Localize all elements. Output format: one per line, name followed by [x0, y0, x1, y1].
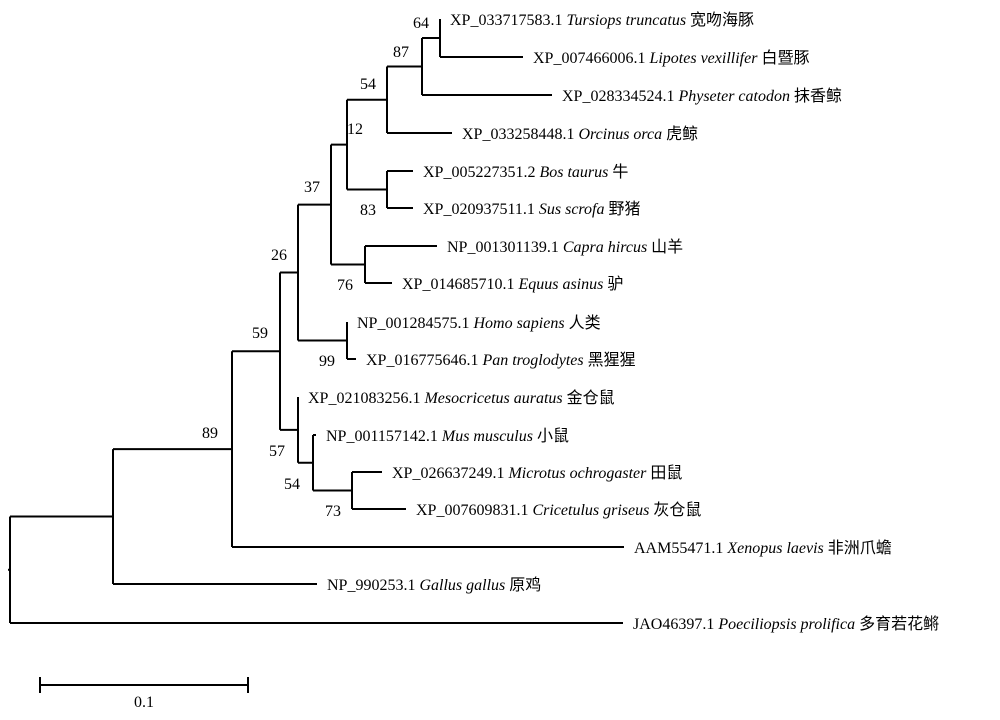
species-name: Bos taurus — [539, 164, 608, 181]
common-name: 山羊 — [651, 238, 683, 256]
accession-number: XP_016775646.1 — [366, 352, 478, 369]
common-name: 野猪 — [609, 200, 641, 218]
species-name: Gallus gallus — [419, 577, 505, 594]
accession-number: XP_026637249.1 — [392, 465, 504, 482]
common-name: 牛 — [612, 163, 628, 181]
accession-number: NP_001157142.1 — [326, 428, 438, 445]
bootstrap-value-n83: 83 — [360, 202, 376, 219]
accession-number: XP_033258448.1 — [462, 126, 574, 143]
accession-number: NP_001284575.1 — [357, 315, 469, 332]
bootstrap-value-n37: 37 — [304, 179, 320, 196]
bootstrap-value-n54b: 54 — [284, 476, 300, 493]
common-name: 虎鲸 — [666, 125, 698, 143]
common-name: 驴 — [607, 275, 623, 293]
species-name: Sus scrofa — [539, 201, 605, 218]
species-name: Orcinus orca — [578, 126, 662, 143]
common-name: 小鼠 — [537, 427, 569, 445]
bootstrap-value-n57: 57 — [269, 443, 285, 460]
common-name: 金仓鼠 — [567, 389, 615, 407]
species-name: Equus asinus — [517, 276, 603, 293]
common-name: 白暨豚 — [761, 49, 809, 67]
accession-number: XP_007609831.1 — [416, 502, 528, 519]
accession-number: XP_033717583.1 — [450, 12, 562, 29]
common-name: 多育若花鳉 — [859, 615, 939, 633]
species-name: Physeter catodon — [677, 88, 790, 105]
species-name: Pan troglodytes — [481, 352, 583, 369]
bootstrap-value-n76: 76 — [337, 277, 353, 294]
accession-number: XP_007466006.1 — [533, 50, 645, 67]
accession-number: XP_021083256.1 — [308, 390, 420, 407]
common-name: 灰仓鼠 — [653, 501, 701, 519]
common-name: 人类 — [569, 314, 601, 332]
bootstrap-value-n64: 64 — [413, 15, 429, 32]
bootstrap-value-n59: 59 — [252, 325, 268, 342]
common-name: 宽吻海豚 — [690, 11, 754, 29]
tree-branches — [8, 19, 624, 624]
accession-number: JAO46397.1 — [633, 616, 714, 633]
species-name: Tursiops truncatus — [566, 12, 686, 29]
species-name: Mus musculus — [441, 428, 533, 445]
bootstrap-value-n12: 12 — [347, 121, 363, 138]
scale-bar: 0.1 — [39, 677, 249, 711]
accession-number: XP_020937511.1 — [423, 201, 535, 218]
bootstrap-value-n73: 73 — [325, 503, 341, 520]
accession-number: XP_028334524.1 — [562, 88, 674, 105]
accession-number: NP_990253.1 — [327, 577, 415, 594]
species-name: Microtus ochrogaster — [507, 465, 647, 482]
species-name: Cricetulus griseus — [532, 502, 649, 519]
bootstrap-value-n87: 87 — [393, 44, 409, 61]
common-name: 抹香鲸 — [794, 87, 842, 105]
species-name: Mesocricetus auratus — [423, 390, 562, 407]
common-name: 原鸡 — [509, 576, 541, 594]
bootstrap-value-n89: 89 — [202, 425, 218, 442]
scale-bar-label: 0.1 — [134, 694, 154, 711]
accession-number: XP_014685710.1 — [402, 276, 514, 293]
species-name: Xenopus laevis — [726, 540, 823, 557]
species-name: Capra hircus — [563, 239, 647, 256]
common-name: 黑猩猩 — [588, 351, 636, 369]
accession-number: XP_005227351.2 — [423, 164, 535, 181]
common-name: 非洲爪蟾 — [828, 539, 892, 557]
species-name: Homo sapiens — [472, 315, 564, 332]
bootstrap-value-n54a: 54 — [360, 76, 376, 93]
common-name: 田鼠 — [650, 464, 682, 482]
bootstrap-value-n99: 99 — [319, 353, 335, 370]
species-name: Lipotes vexillifer — [648, 50, 758, 67]
accession-number: NP_001301139.1 — [447, 239, 559, 256]
bootstrap-value-n26: 26 — [271, 247, 287, 264]
accession-number: AAM55471.1 — [634, 540, 723, 557]
species-name: Poeciliopsis prolifica — [717, 616, 855, 633]
